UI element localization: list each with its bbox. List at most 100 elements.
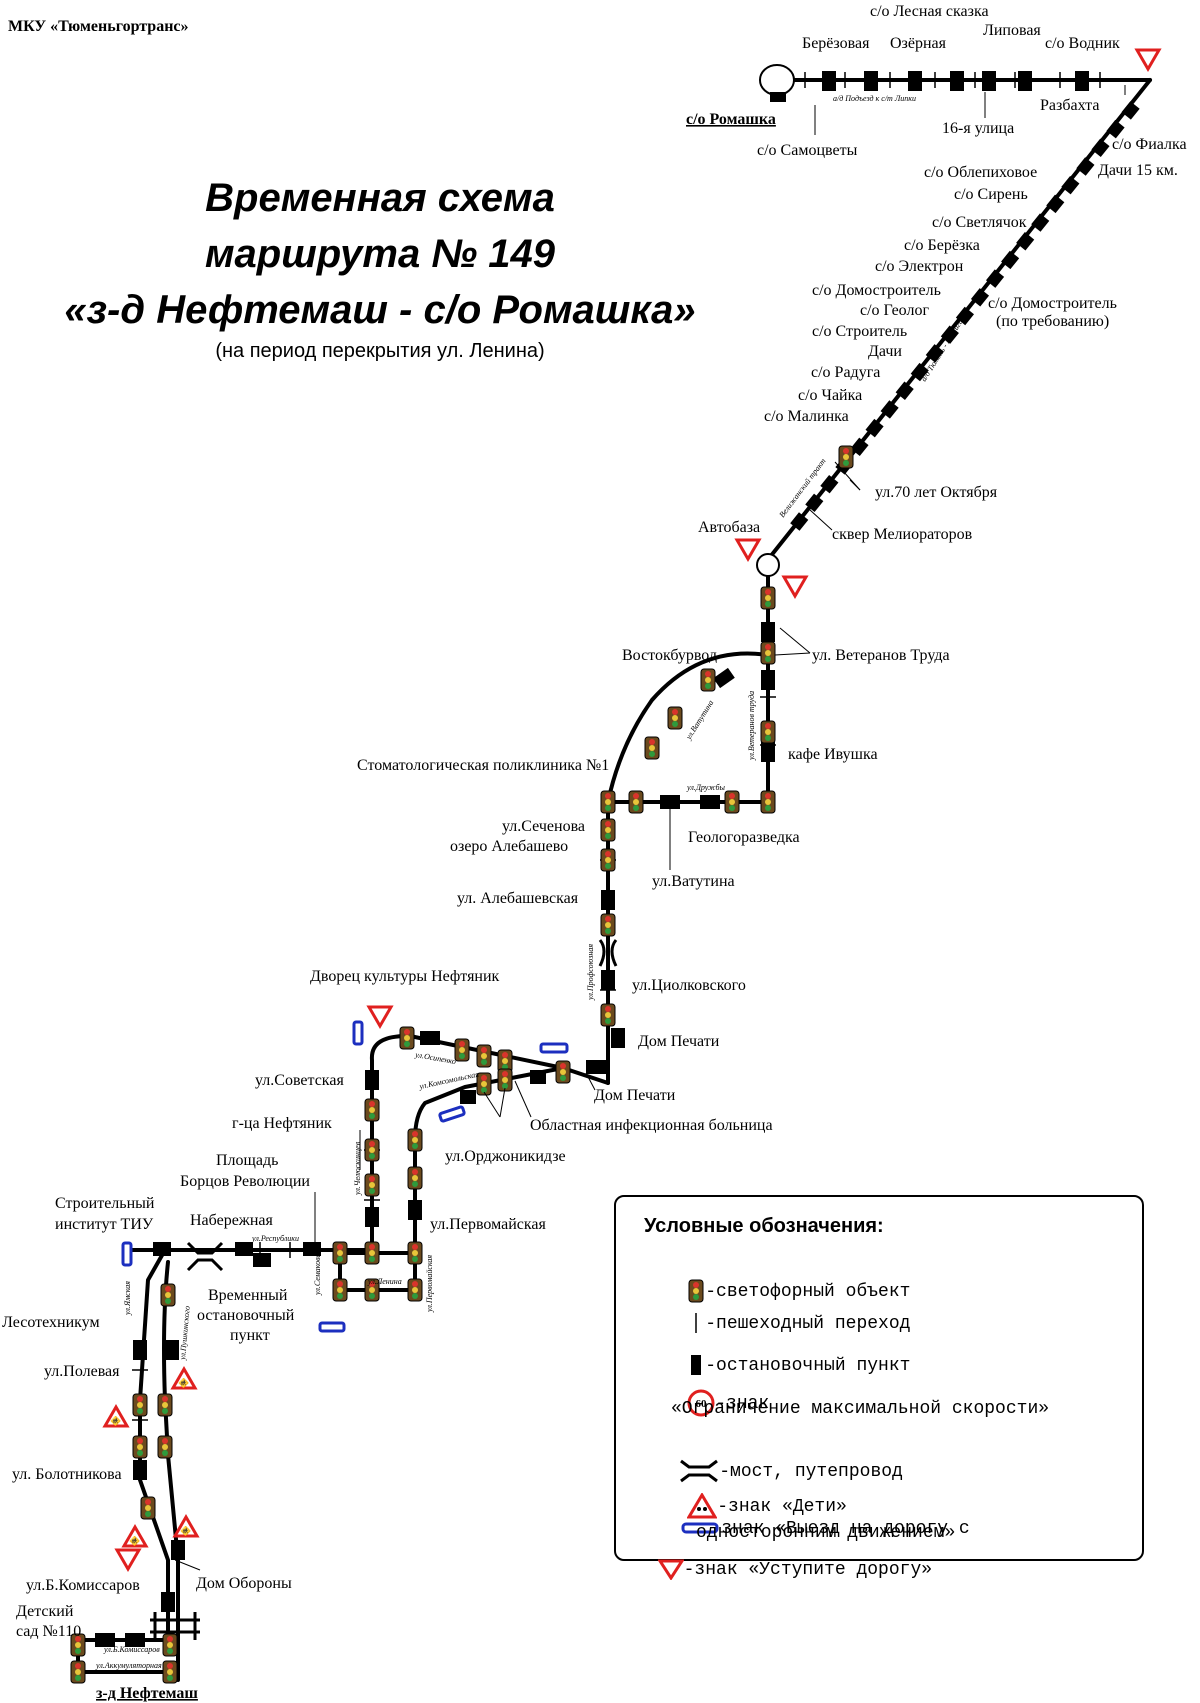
traffic-light-icon bbox=[700, 668, 716, 692]
stop-label: институт ТИУ bbox=[55, 1216, 154, 1233]
traffic-light-icon bbox=[760, 641, 776, 665]
stop-icon bbox=[691, 1355, 702, 1375]
children-sign-icon bbox=[173, 1515, 199, 1538]
stop-label: Разбахта bbox=[1040, 97, 1099, 114]
stop-label: Временный bbox=[208, 1287, 288, 1304]
stop-label: кафе Ивушка bbox=[788, 746, 878, 763]
stop-label: Борцов Революции bbox=[180, 1173, 310, 1190]
stop-label: с/о Радуга bbox=[811, 364, 880, 381]
stop-label: Дворец культуры Нефтяник bbox=[310, 968, 500, 985]
legend-oneway-label-1: знак «Выезд на дорогу с bbox=[721, 1519, 970, 1539]
oneway-sign-icon bbox=[438, 1105, 466, 1123]
stop-label: г-ца Нефтяник bbox=[232, 1115, 332, 1132]
stop-label: Берёзовая bbox=[802, 35, 870, 52]
terminal-label-romashka: с/о Ромашка bbox=[686, 111, 776, 128]
stop-label: с/о Геолог bbox=[860, 302, 929, 319]
legend-row-children: -знак «Дети» bbox=[644, 1473, 847, 1539]
stop-label: Дом Печати bbox=[638, 1033, 720, 1050]
stop-label: с/о Облепиховое bbox=[924, 164, 1037, 181]
stop-marker bbox=[864, 71, 878, 91]
legend-row-bridge: -мост, путепровод bbox=[636, 1437, 903, 1505]
street-label: ул.Ватутина bbox=[684, 698, 716, 741]
stop-marker bbox=[908, 71, 922, 91]
traffic-light-icon bbox=[497, 1068, 513, 1092]
stop-label: с/о Домостроитель bbox=[988, 295, 1117, 312]
street-label: ул.Осипенко bbox=[414, 1050, 457, 1066]
traffic-light-icon bbox=[760, 790, 776, 814]
stop-marker bbox=[713, 667, 735, 689]
legend-row-stop: -остановочный пункт bbox=[644, 1333, 910, 1397]
title-line-2: маршрута № 149 bbox=[204, 232, 556, 276]
stop-marker bbox=[408, 1200, 422, 1220]
stop-marker bbox=[95, 1633, 115, 1647]
traffic-light-icon bbox=[644, 736, 660, 760]
yield-sign-icon bbox=[656, 1559, 685, 1581]
stop-label: Дом Обороны bbox=[196, 1575, 292, 1592]
traffic-light-icon bbox=[600, 818, 616, 842]
stop-marker bbox=[761, 622, 775, 642]
stop-label: озеро Алебашево bbox=[450, 838, 568, 855]
traffic-light-icon bbox=[162, 1660, 178, 1684]
stop-marker bbox=[950, 71, 964, 91]
stop-marker bbox=[822, 71, 836, 91]
title-subtitle: (на период перекрытия ул. Ленина) bbox=[215, 340, 545, 362]
legend-row-oneway: знак «Выезд на дорогу с bbox=[638, 1499, 970, 1559]
terminal-label-neftemash: з-д Нефтемаш bbox=[96, 1685, 198, 1702]
legend-row-speed: 60 -знак bbox=[644, 1369, 769, 1437]
stop-label: 16-я улица bbox=[942, 120, 1014, 137]
stop-label: остановочный bbox=[197, 1307, 295, 1324]
street-label: ул.Аккумуляторная bbox=[95, 1661, 162, 1670]
stop-marker bbox=[235, 1242, 253, 1256]
traffic-light-icon bbox=[364, 1138, 380, 1162]
street-label: а/д Тюмень - П.Тайга bbox=[919, 317, 965, 383]
oneway-sign-icon bbox=[121, 1241, 133, 1267]
oneway-sign-icon bbox=[318, 1321, 346, 1333]
stop-label: с/о Самоцветы bbox=[757, 142, 858, 159]
legend: Условные обозначения: -светофорный объек… bbox=[614, 1195, 1144, 1561]
stop-marker bbox=[586, 1060, 606, 1074]
stop-marker bbox=[1018, 71, 1032, 91]
stop-label: Дачи bbox=[868, 343, 902, 360]
stop-marker bbox=[365, 1207, 379, 1227]
street-label: ул.Челюскинцев bbox=[353, 1141, 362, 1196]
stop-marker bbox=[365, 1070, 379, 1090]
children-sign-icon bbox=[686, 1492, 718, 1519]
stop-label: сад №110 bbox=[16, 1623, 81, 1640]
stop-marker bbox=[660, 795, 680, 809]
stop-label: Геологоразведка bbox=[688, 829, 800, 846]
traffic-light-icon bbox=[600, 1003, 616, 1027]
traffic-light-icon bbox=[600, 790, 616, 814]
legend-speed-label-2: «Ограничение максимальной скорости» bbox=[671, 1399, 1050, 1419]
speed-limit-icon: 60 bbox=[687, 1389, 715, 1417]
stop-label: с/о Сирень bbox=[954, 186, 1028, 203]
stop-label: сквер Мелиораторов bbox=[832, 526, 973, 543]
stop-label: ул.Циолковского bbox=[632, 977, 746, 994]
title-line-1: Временная схема bbox=[205, 176, 555, 220]
stop-label: ул.Советская bbox=[255, 1072, 344, 1089]
oneway-sign-icon bbox=[681, 1522, 719, 1534]
traffic-light-icon bbox=[760, 586, 776, 610]
title-block: Временная схема маршрута № 149 «з-д Нефт… bbox=[10, 170, 750, 363]
street-label: ул.Дружбы bbox=[686, 783, 726, 792]
stop-marker bbox=[171, 1540, 185, 1560]
stop-marker bbox=[133, 1460, 147, 1480]
stop-label: Областная инфекционная больница bbox=[530, 1117, 773, 1134]
legend-row-crossing: -пешеходный переход bbox=[644, 1291, 910, 1355]
stop-label: ул.Ватутина bbox=[652, 873, 735, 890]
terminal-romashka bbox=[759, 64, 795, 96]
traffic-light-icon bbox=[600, 913, 616, 937]
traffic-light-icon bbox=[399, 1026, 415, 1050]
stop-label: с/о Домостроитель bbox=[812, 282, 941, 299]
traffic-light-icon bbox=[132, 1435, 148, 1459]
bridge-icon bbox=[150, 1612, 200, 1640]
traffic-light-icon bbox=[600, 848, 616, 872]
stop-label: ул. Алебашевская bbox=[457, 890, 579, 907]
legend-traffic-light-label: -светофорный объект bbox=[705, 1281, 911, 1302]
title-line-3: «з-д Нефтемаш - с/о Ромашка» bbox=[64, 288, 696, 332]
stop-label: Востокбурвод bbox=[622, 647, 717, 664]
stop-label: с/о Лесная сказка bbox=[870, 3, 989, 20]
traffic-light-icon bbox=[760, 720, 776, 744]
traffic-light-icon bbox=[162, 1633, 178, 1657]
traffic-light-icon bbox=[157, 1393, 173, 1417]
stop-marker bbox=[420, 1031, 440, 1045]
